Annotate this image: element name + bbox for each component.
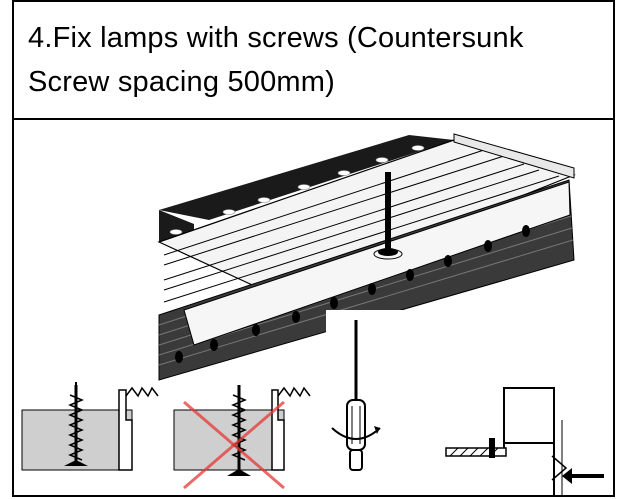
screw-main [373,172,403,260]
aluminum-profile-illustration [157,133,576,390]
instruction-card: 4.Fix lamps with screws (Countersunk Scr… [12,0,615,497]
detail-correct-screw [21,382,159,471]
detail-cross-section [445,387,604,495]
step-header: 4.Fix lamps with screws (Countersunk Scr… [14,2,613,120]
detail-incorrect-screw [173,385,311,490]
step-title: 4.Fix lamps with screws (Countersunk Scr… [28,22,524,98]
screwdriver-icon [331,320,381,471]
mounting-holes [175,225,530,363]
led-chip-row [169,145,425,235]
illustration-svg [21,133,604,495]
illustration-area [14,120,613,495]
